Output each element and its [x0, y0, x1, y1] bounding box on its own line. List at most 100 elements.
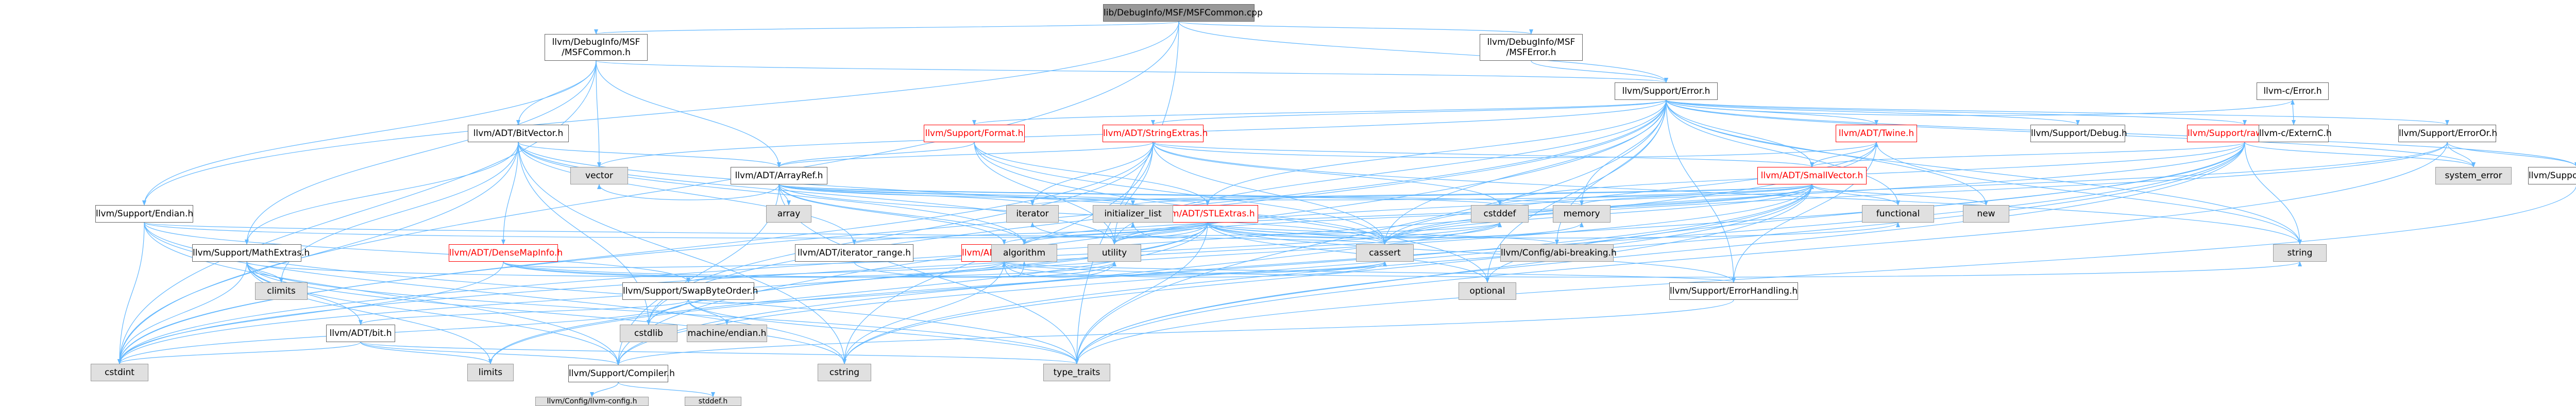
edge-cerror-to-externc — [2291, 99, 2296, 125]
edge-swapbyteorder-to-typetraits — [688, 299, 1079, 364]
edge-smallvector-to-typetraits — [1075, 184, 1812, 364]
edge-arrayref-to-iterator — [778, 184, 1035, 206]
edge-mathextras-to-typetraits — [246, 261, 1079, 364]
edge-stringextras-to-cstdint — [117, 142, 1154, 364]
edge-smallvector-to-iterator — [1030, 184, 1812, 206]
graph-node-cstdlib: cstdlib — [620, 325, 677, 342]
edge-root-to-typetraits — [1075, 21, 1179, 364]
graph-node-root: lib/DebugInfo/MSF/MSFCommon.cpp — [1103, 4, 1263, 22]
graph-node-arrayref[interactable]: llvm/ADT/ArrayRef.h — [731, 167, 827, 184]
edge-swapbyteorder-to-bit — [359, 299, 689, 325]
edge-error-to-errorhandling — [1666, 99, 1736, 283]
edge-msfcommon-to-cstdint — [117, 60, 597, 364]
edge-error-to-memory — [1580, 99, 1667, 206]
edge-smallvector-to-memory — [1580, 184, 1812, 206]
graph-node-errorhandling[interactable]: llvm/Support/ErrorHandling.h — [1669, 282, 1798, 300]
edge-bit-to-limits — [360, 342, 493, 364]
graph-node-error[interactable]: llvm/Support/Error.h — [1615, 82, 1718, 100]
edge-mathextras-to-cstring — [246, 261, 846, 364]
edge-arrayref-to-hashing — [778, 184, 1006, 245]
graph-node-alignof[interactable]: llvm/Support/AlignOf.h — [2528, 167, 2576, 184]
graph-node-externc[interactable]: llvm-c/ExternC.h — [2259, 125, 2332, 142]
edge-stringextras-to-iterator — [1030, 142, 1154, 206]
edge-stlextras-to-algorithm — [1022, 222, 1208, 245]
graph-node-format[interactable]: llvm/Support/Format.h — [924, 125, 1025, 142]
graph-node-bit[interactable]: llvm/ADT/bit.h — [326, 325, 395, 342]
edge-stlextras-to-utility — [1112, 222, 1208, 245]
edge-root-to-error — [1178, 21, 1668, 83]
edge-stlextras-to-optional — [1207, 222, 1489, 283]
edge-arrayref-to-initlist — [778, 184, 1135, 206]
graph-node-msfcommon[interactable]: llvm/DebugInfo/MSF /MSFCommon.h — [545, 34, 648, 61]
edge-smallvector-to-algorithm — [1022, 184, 1812, 245]
graph-node-msferror[interactable]: llvm/DebugInfo/MSF /MSFError.h — [1480, 34, 1583, 61]
graph-node-new: new — [1963, 205, 2009, 223]
edge-twine-to-errorhandling — [1732, 142, 1877, 283]
graph-node-abibreaking: llvm/Config/abi-breaking.h — [1500, 244, 1617, 262]
edge-compiler-to-config — [590, 382, 619, 397]
edge-msfcommon-to-error — [596, 60, 1668, 83]
edge-erroror-to-alignof — [2447, 142, 2576, 167]
edge-stringextras-to-cassert — [1153, 142, 1387, 245]
edge-stringextras-to-twine — [1153, 142, 1878, 158]
edge-error-to-debug — [1666, 99, 2080, 125]
graph-node-limits: limits — [467, 364, 514, 381]
graph-node-climits: climits — [255, 282, 308, 300]
edge-error-to-stringextras — [1151, 99, 1667, 125]
edge-hashing-to-swapbyteorder — [686, 261, 1005, 283]
graph-node-cstdint: cstdint — [91, 364, 148, 381]
edge-error-to-cstdint — [117, 99, 1667, 364]
graph-node-stringextras[interactable]: llvm/ADT/StringExtras.h — [1103, 125, 1208, 142]
edge-stlextras-to-abibreaking — [1207, 222, 1559, 245]
edge-bitvector-to-mathextras — [245, 142, 519, 245]
graph-node-densemapinfo[interactable]: llvm/ADT/DenseMapInfo.h — [449, 244, 563, 262]
edge-mathextras-to-limits — [246, 261, 493, 364]
graph-node-stlextras[interactable]: llvm/ADT/STLExtras.h — [1157, 205, 1258, 223]
graph-node-optional: optional — [1459, 282, 1516, 300]
graph-node-endian[interactable]: llvm/Support/Endian.h — [95, 205, 193, 223]
graph-node-cerror[interactable]: llvm-c/Error.h — [2257, 82, 2329, 100]
graph-node-erroror[interactable]: llvm/Support/ErrorOr.h — [2398, 125, 2497, 142]
edge-compiler-to-stddef — [618, 382, 715, 397]
edge-twine-to-string — [1876, 142, 2302, 245]
graph-node-smallvector[interactable]: llvm/ADT/SmallVector.h — [1757, 167, 1867, 184]
graph-node-machineendian: machine/endian.h — [687, 325, 767, 342]
edge-stlextras-to-cstdlib — [647, 222, 1208, 325]
graph-node-memory: memory — [1553, 205, 1611, 223]
graph-node-iteratorrange[interactable]: llvm/ADT/iterator_range.h — [795, 244, 913, 262]
edge-endian-to-cassert — [144, 222, 1386, 245]
edge-hashing-to-cstring — [842, 261, 1005, 364]
edge-root-to-endian — [142, 21, 1179, 206]
edge-format-to-utility — [974, 142, 1116, 245]
edge-erroror-to-typetraits — [1075, 142, 2448, 364]
edge-twine-to-smallvector — [1810, 142, 1877, 167]
edge-endian-to-swapbyteorder — [144, 222, 690, 283]
graph-node-debug[interactable]: llvm/Support/Debug.h — [2030, 125, 2127, 142]
graph-node-stddef: stddef.h — [685, 397, 741, 406]
edge-bit-to-compiler — [360, 342, 620, 365]
graph-node-string: string — [2273, 244, 2327, 262]
graph-node-config: llvm/Config/llvm-config.h — [535, 397, 649, 406]
graph-node-twine[interactable]: llvm/ADT/Twine.h — [1836, 125, 1917, 142]
graph-node-functional: functional — [1862, 205, 1934, 223]
edge-format-to-stlextras — [974, 142, 1210, 206]
graph-node-mathextras[interactable]: llvm/Support/MathExtras.h — [192, 244, 310, 262]
edge-rawostream-to-cstdint — [117, 142, 2245, 364]
edge-format-to-cassert — [974, 142, 1387, 245]
edge-root-to-msferror — [1178, 21, 1533, 35]
edge-bit-to-cstdint — [117, 342, 361, 364]
graph-node-systemerror: system_error — [2435, 167, 2512, 184]
edge-error-to-functional — [1666, 99, 1900, 206]
edge-root-to-msfcommon — [594, 21, 1179, 35]
edge-msfcommon-to-mathextras — [245, 60, 597, 245]
edge-rawostream-to-systemerror — [2244, 142, 2476, 167]
graph-node-initlist: initializer_list — [1093, 205, 1173, 223]
edge-swapbyteorder-to-machineendian — [688, 299, 729, 325]
edge-smallvector-to-cstddef — [1498, 184, 1812, 206]
edge-mathextras-to-cassert — [246, 261, 1387, 278]
graph-node-bitvector[interactable]: llvm/ADT/BitVector.h — [468, 125, 569, 142]
graph-node-compiler[interactable]: llvm/Support/Compiler.h — [568, 365, 675, 382]
edge-mathextras-to-cstdint — [117, 261, 247, 364]
graph-node-swapbyteorder[interactable]: llvm/Support/SwapByteOrder.h — [622, 282, 758, 300]
